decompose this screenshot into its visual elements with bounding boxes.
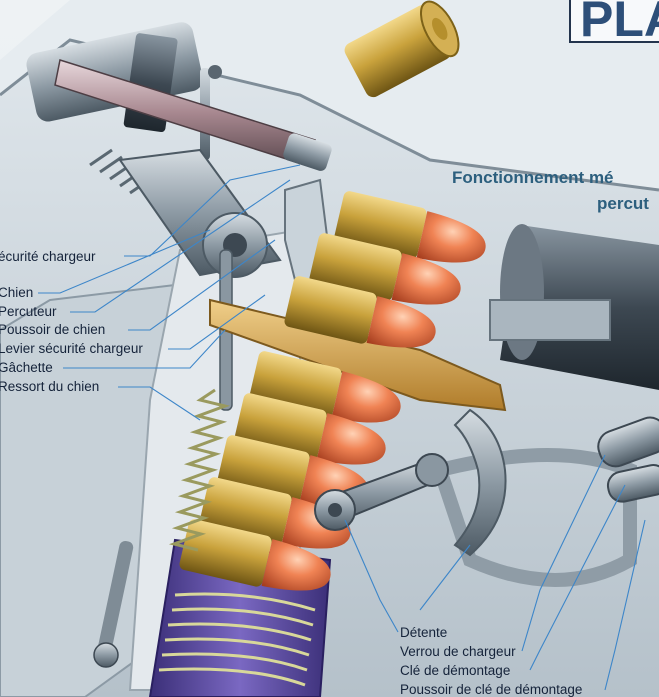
label-sear: Gâchette [0,360,53,375]
subtitle-line-1: Fonctionnement mé [452,168,614,187]
hammer-strut [93,540,134,668]
left-labels: écurité chargeur Chien Percuteur Poussoi… [0,249,143,394]
label-magazine-catch: Verrou de chargeur [400,644,516,659]
label-magazine-safety-lever: Levier sécurité chargeur [0,341,143,356]
label-hammer-spring: Ressort du chien [0,379,99,394]
trigger [453,408,507,557]
title-fragment: PLA [580,0,659,47]
label-hammer: Chien [0,285,33,300]
magazine-safety-lever [209,298,507,412]
label-takedown-key: Clé de démontage [400,663,510,678]
title-box: PLA [569,0,659,47]
loose-cartridge [344,0,460,98]
subtitle-line-2: percut [597,194,649,213]
label-hammer-pusher: Poussoir de chien [0,322,105,337]
hammer-assembly [118,148,332,411]
cartridge-stack [179,191,486,591]
barrel [489,224,659,390]
takedown-key [597,416,659,503]
hammer-spring [168,388,231,552]
label-trigger: Détente [400,625,447,640]
leader-lines [38,164,646,691]
label-magazine-safety: écurité chargeur [0,249,96,264]
firing-pin [54,59,332,171]
bottom-labels: Détente Verrou de chargeur Clé de démont… [400,625,582,697]
label-firing-pin: Percuteur [0,304,57,319]
label-takedown-key-pusher: Poussoir de clé de démontage [400,682,582,697]
